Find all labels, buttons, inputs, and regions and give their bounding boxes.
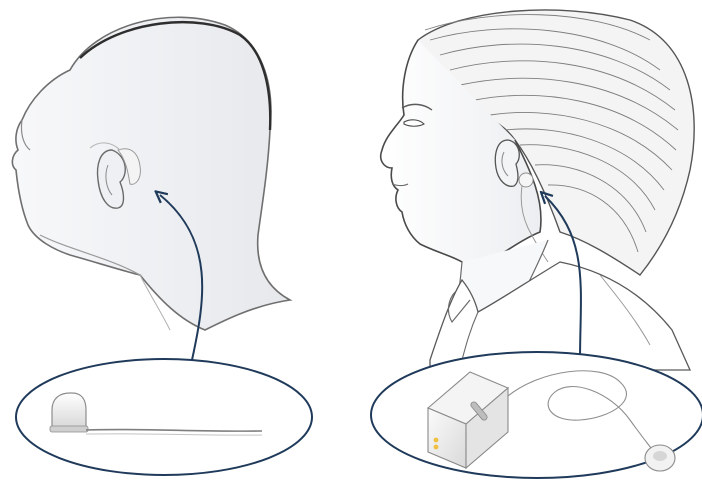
body-worn-indicator-2	[434, 445, 439, 450]
bte-device-base	[50, 426, 88, 432]
body-worn-earpiece-hole	[653, 451, 667, 461]
right-head-figure	[381, 10, 694, 370]
left-head-outline	[12, 17, 290, 330]
body-worn-indicator	[434, 438, 439, 443]
left-head-figure	[12, 17, 290, 330]
bte-device-body	[52, 393, 86, 428]
right-worn-earpiece	[519, 173, 533, 187]
